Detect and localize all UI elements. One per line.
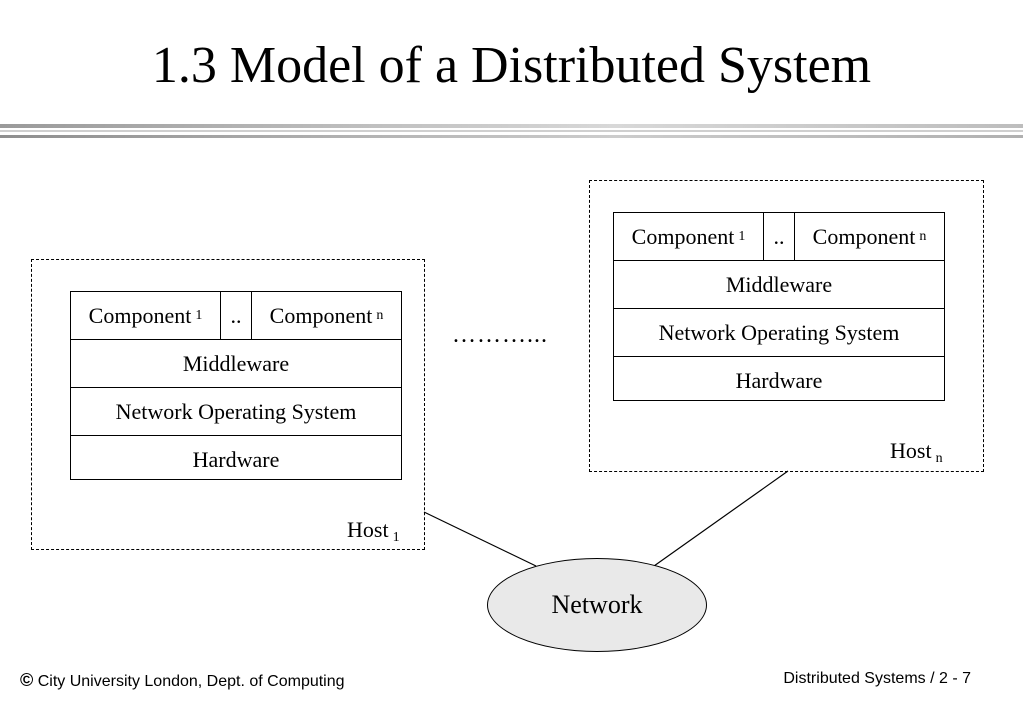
host-1-box — [31, 259, 425, 550]
middleware-layer: Middleware — [614, 261, 944, 309]
component-separator: .. — [230, 302, 242, 328]
network-os-layer: Network Operating System — [614, 309, 944, 357]
component-index: 1 — [195, 307, 203, 323]
footer-right: Distributed Systems / 2 - 7 — [783, 670, 971, 687]
host-1-link — [423, 511, 537, 567]
host-n-box — [589, 180, 984, 472]
slide-title: 1.3 Model of a Distributed System — [151, 37, 872, 94]
network-os-layer: Network Operating System — [71, 388, 401, 436]
component-label: Component — [631, 223, 735, 249]
host-label-text: Host — [890, 438, 932, 463]
component-index: 1 — [738, 228, 746, 244]
title-rule-middle — [0, 130, 1023, 132]
middleware-layer: Middleware — [71, 340, 401, 388]
title-rule-bottom — [0, 135, 1023, 138]
hardware-layer: Hardware — [735, 367, 823, 393]
footer-affiliation: City University London, Dept. of Computi… — [37, 673, 345, 690]
component-label: Component — [88, 302, 192, 328]
component-separator: .. — [773, 223, 785, 249]
network-label: Network — [551, 590, 643, 619]
footer-left: © City University London, Dept. of Compu… — [20, 670, 345, 691]
title-rule-top — [0, 124, 1023, 128]
hosts-ellipsis: ………... — [452, 322, 548, 348]
component-index: n — [919, 228, 927, 244]
host-n-link — [653, 470, 789, 567]
host-index: n — [935, 451, 943, 466]
host-index: 1 — [392, 530, 400, 545]
component-label: Component — [812, 223, 916, 249]
host-label-text: Host — [347, 517, 389, 542]
component-label: Component — [269, 302, 373, 328]
network-node: Network — [487, 558, 707, 652]
hardware-layer: Hardware — [192, 446, 280, 472]
component-index: n — [376, 307, 384, 323]
copyright-icon: © — [20, 670, 34, 690]
